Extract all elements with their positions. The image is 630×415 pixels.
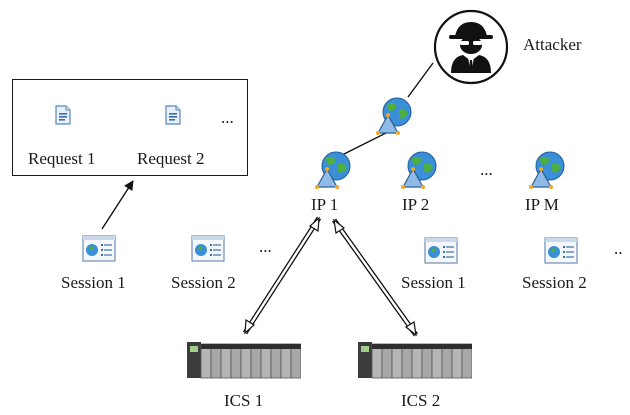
globe-node-icon bbox=[400, 150, 440, 190]
ip-more-ellipsis: ... bbox=[480, 160, 493, 179]
ip-m-label: IP M bbox=[525, 195, 559, 214]
ip-2-label: IP 2 bbox=[402, 195, 430, 214]
session-left-more-ellipsis: ... bbox=[259, 237, 272, 256]
ics-1-label: ICS 1 bbox=[224, 391, 264, 410]
request-1-label: Request 1 bbox=[28, 149, 96, 168]
ics1-ip1-double-arrow bbox=[242, 216, 322, 335]
globe-node-icon bbox=[528, 150, 568, 190]
request-2-label: Request 2 bbox=[137, 149, 205, 168]
ip-1-label: IP 1 bbox=[311, 195, 339, 214]
browser-window-icon bbox=[191, 235, 225, 262]
session-left-2-label: Session 2 bbox=[171, 273, 236, 292]
session-right-more-ellipsis: .. bbox=[614, 239, 623, 258]
plc-rack-icon bbox=[358, 340, 472, 380]
attacker-link bbox=[407, 62, 434, 98]
spy-icon bbox=[433, 9, 509, 85]
browser-window-icon bbox=[82, 235, 116, 262]
attacker-label: Attacker bbox=[523, 35, 582, 54]
ics2-ip1-double-arrow bbox=[331, 218, 419, 337]
session-right-2-label: Session 2 bbox=[522, 273, 587, 292]
browser-window-icon bbox=[424, 237, 458, 264]
globe-node-icon bbox=[314, 150, 354, 190]
browser-window-icon bbox=[544, 237, 578, 264]
document-icon bbox=[165, 105, 181, 125]
document-icon bbox=[55, 105, 71, 125]
router-ip1-link bbox=[339, 131, 389, 157]
request-group-box bbox=[12, 79, 248, 176]
globe-node-icon bbox=[375, 96, 415, 136]
session-right-1-label: Session 1 bbox=[401, 273, 466, 292]
session-request-arrow bbox=[101, 180, 134, 230]
session-left-1-label: Session 1 bbox=[61, 273, 126, 292]
plc-rack-icon bbox=[187, 340, 301, 380]
ics-2-label: ICS 2 bbox=[401, 391, 441, 410]
request-more-ellipsis: ... bbox=[221, 108, 234, 127]
